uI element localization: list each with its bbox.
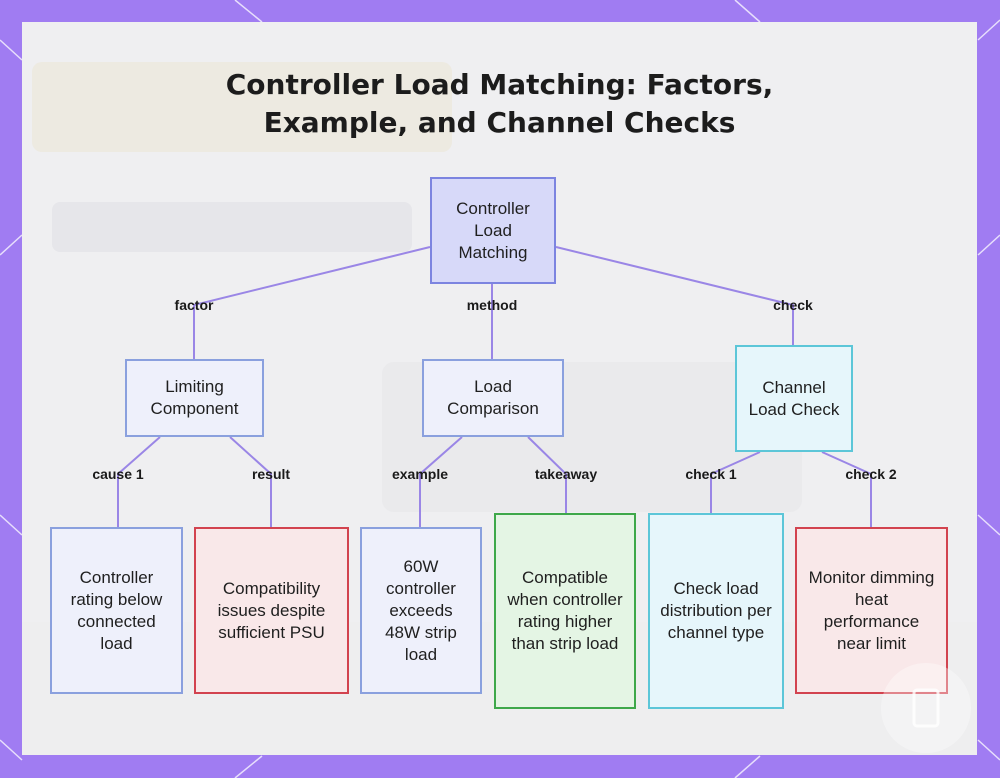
edge-label-check: check [773,297,813,313]
diagram-title: Controller Load Matching: Factors, Examp… [22,66,977,142]
edge-label-example: example [391,466,449,482]
edge-label-check-2: check 2 [845,466,897,482]
edge-label-result: result [251,466,291,482]
edge-comparison-to-example [419,436,463,527]
node-monitor-dimming: Monitor dimming heat performance near li… [795,527,948,694]
edge-channel-to-monitor [821,451,872,527]
node-channel-load-check: Channel Load Check [735,345,853,452]
watermark-logo-icon [881,663,971,753]
diagram-connectors [117,246,872,527]
edge-channel-to-distribution [710,451,761,513]
node-load-comparison: Load Comparison [422,359,564,437]
edge-label-check-1: check 1 [685,466,737,482]
edge-label-method: method [466,297,518,313]
title-line-2: Example, and Channel Checks [263,106,736,139]
edge-root-to-limiting [193,246,431,359]
edge-label-takeaway: takeaway [534,466,598,482]
node-compatible-when: Compatible when controller rating higher… [494,513,636,709]
edge-limiting-to-compat [229,436,272,527]
title-line-1: Controller Load Matching: Factors, [225,68,774,101]
node-limiting-component: Limiting Component [125,359,264,437]
node-example-60w: 60W controller exceeds 48W strip load [360,527,482,694]
node-check-distribution: Check load distribution per channel type [648,513,784,709]
edge-comparison-to-compatible [527,436,567,513]
edge-label-factor: factor [174,297,214,313]
node-controller-load-matching: Controller Load Matching [430,177,556,284]
edge-root-to-channel [555,246,794,345]
node-controller-rating: Controller rating below connected load [50,527,183,694]
edge-limiting-to-rating [117,436,161,527]
diagram-card: Controller Load Matching: Factors, Examp… [22,22,977,755]
edge-label-cause-1: cause 1 [92,466,144,482]
node-compatibility-issues: Compatibility issues despite sufficient … [194,527,349,694]
